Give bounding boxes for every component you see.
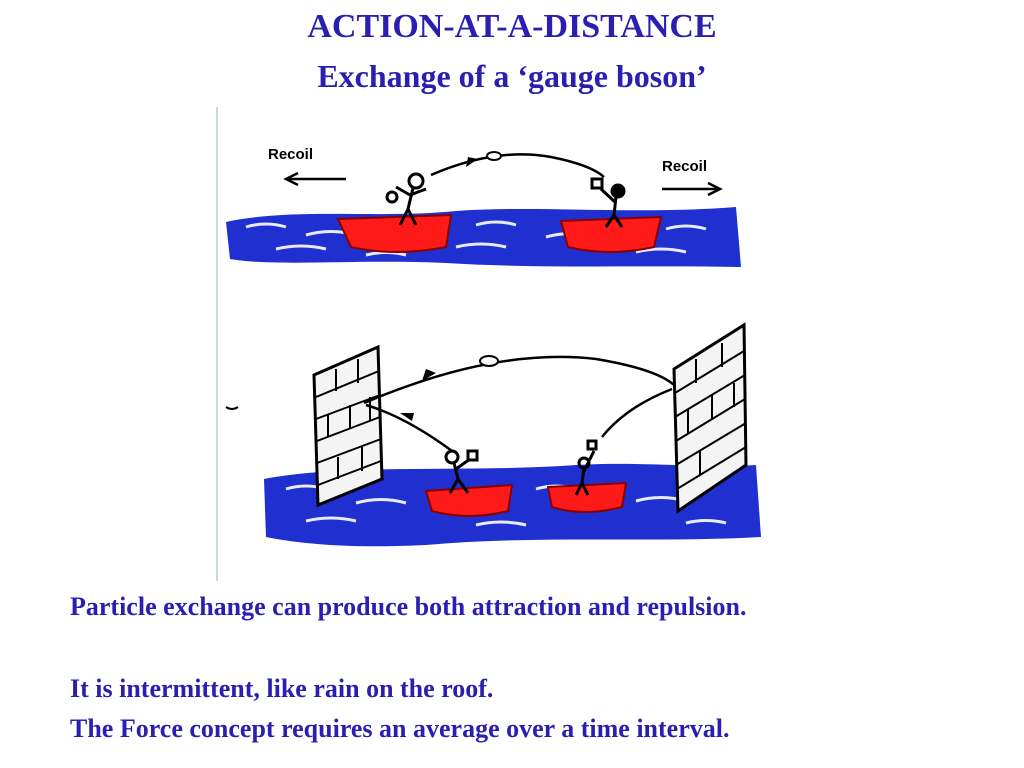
recoil-right-label: Recoil [662, 158, 707, 175]
body-line-3: The Force concept requires an average ov… [70, 714, 730, 743]
top-left-boat [336, 213, 453, 253]
top-boson-trajectory [430, 153, 605, 178]
right-wall [672, 322, 748, 514]
bottom-boson-trajectory [363, 355, 675, 405]
left-wall [312, 344, 384, 508]
recoil-left-label: Recoil [268, 146, 313, 163]
slide-subtitle: Exchange of a ‘gauge boson’ [317, 58, 707, 94]
body-line-1: Particle exchange can produce both attra… [70, 592, 747, 621]
bottom-right-boat [546, 481, 628, 513]
recoil-left-arrow [283, 171, 346, 187]
bottom-boson [479, 355, 499, 367]
gauge-boson-illustration: Recoil Recoil [216, 107, 808, 581]
top-left-figure [385, 172, 427, 226]
bottom-left-figure [444, 449, 479, 494]
bounce-trajectory-right [601, 387, 673, 438]
top-water [226, 207, 741, 267]
slide-title: ACTION-AT-A-DISTANCE [307, 8, 717, 45]
top-right-figure [590, 177, 626, 228]
bounce-trajectory-left [365, 403, 453, 453]
bottom-right-figure [574, 439, 598, 496]
body-line-2: It is intermittent, like rain on the roo… [70, 674, 494, 703]
top-right-boat [559, 215, 663, 253]
top-boson [486, 151, 502, 161]
recoil-right-arrow [662, 181, 723, 197]
bottom-left-boat [424, 483, 514, 517]
